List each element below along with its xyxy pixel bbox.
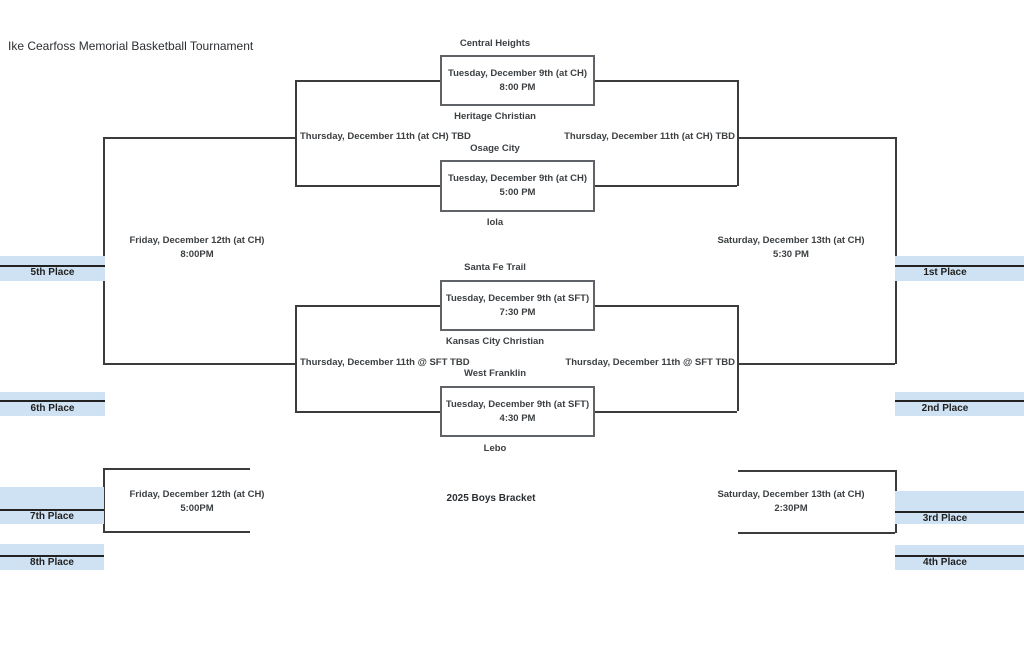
place-band-3rd <box>895 491 1024 524</box>
bracket-line <box>737 137 895 139</box>
team-label-santa-fe-trail: Santa Fe Trail <box>464 262 526 273</box>
bracket-line <box>595 305 737 307</box>
game-time: 7:30 PM <box>499 306 536 318</box>
place-label-4th: 4th Place <box>923 557 967 568</box>
place-label-2nd: 2nd Place <box>921 403 969 414</box>
tournament-title: Ike Cearfoss Memorial Basketball Tournam… <box>8 39 254 53</box>
bracket-line <box>295 305 440 307</box>
bracket-line <box>737 305 739 411</box>
game-venue: Tuesday, December 9th (at SFT) <box>445 292 590 304</box>
bracket-line <box>737 363 895 365</box>
game-time: 4:30 PM <box>499 412 536 424</box>
team-label-heritage-christian: Heritage Christian <box>454 111 536 122</box>
semifinal-label-bottom-right: Thursday, December 11th @ SFT TBD <box>565 357 735 368</box>
final-venue: Friday, December 12th (at CH) <box>129 235 265 246</box>
bracket-line <box>295 80 297 186</box>
bracket-line <box>103 137 295 139</box>
bracket-line <box>737 80 739 186</box>
place-line-4th <box>895 555 1024 557</box>
final-time: 8:00PM <box>180 248 214 260</box>
bracket-line <box>295 411 440 413</box>
place-label-7th: 7th Place <box>30 511 74 522</box>
bracket-line <box>103 468 250 470</box>
place-band-7th <box>0 487 104 524</box>
semifinal-label-top-left: Thursday, December 11th (at CH) TBD <box>300 131 471 142</box>
bracket-line <box>595 80 737 82</box>
place-label-3rd: 3rd Place <box>922 513 968 524</box>
final-venue: Saturday, December 13th (at CH) <box>717 489 865 500</box>
place-line-2nd <box>895 400 1024 402</box>
bracket-line <box>295 305 297 411</box>
semifinal-label-top-right: Thursday, December 11th (at CH) TBD <box>564 131 735 142</box>
place-label-5th: 5th Place <box>30 267 75 278</box>
bracket-line <box>295 185 440 187</box>
game-venue: Tuesday, December 9th (at SFT) <box>445 398 590 410</box>
place-band-6th <box>0 392 105 416</box>
place-band-4th <box>895 545 1024 570</box>
place-line-8th <box>0 555 104 557</box>
team-label-kansas-city-christian: Kansas City Christian <box>445 336 545 347</box>
bracket-line <box>895 137 897 364</box>
place-label-1st: 1st Place <box>923 267 967 278</box>
game-venue: Tuesday, December 9th (at CH) <box>447 67 588 79</box>
place-band-8th <box>0 544 104 570</box>
final-time: 5:30 PM <box>773 248 809 260</box>
place-line-6th <box>0 400 105 402</box>
bracket-line <box>595 185 737 187</box>
place-label-6th: 6th Place <box>30 403 75 414</box>
team-label-lebo: Lebo <box>483 443 507 454</box>
final-venue: Friday, December 12th (at CH) <box>129 489 265 500</box>
final-label-left: Friday, December 12th (at CH) 8:00PM <box>97 234 297 262</box>
place-band-2nd <box>895 392 1024 416</box>
semifinal-label-bottom-left: Thursday, December 11th @ SFT TBD <box>300 357 470 368</box>
bracket-line <box>738 532 895 534</box>
bracket-line <box>738 470 895 472</box>
game-time: 5:00 PM <box>499 187 536 198</box>
team-label-west-franklin: West Franklin <box>463 368 527 379</box>
game-time: 8:00 PM <box>499 81 536 93</box>
team-label-central-heights: Central Heights <box>459 38 531 49</box>
game-box-qf3: Tuesday, December 9th (at SFT) 7:30 PM <box>440 280 595 331</box>
place-line-1st <box>895 265 1024 267</box>
game-venue: Tuesday, December 9th (at CH) <box>447 173 588 185</box>
final-time: 2:30PM <box>774 502 808 514</box>
bracket-line <box>295 80 440 82</box>
final-time: 5:00PM <box>180 502 214 514</box>
bracket-line <box>103 531 250 533</box>
team-label-osage-city: Osage City <box>470 143 520 154</box>
final-venue: Saturday, December 13th (at CH) <box>717 235 865 246</box>
place-line-3rd <box>895 511 1024 513</box>
game-box-qf1: Tuesday, December 9th (at CH) 8:00 PM <box>440 55 595 106</box>
final-label-bottom-right: Saturday, December 13th (at CH) 2:30PM <box>691 488 891 516</box>
place-line-7th <box>0 509 104 511</box>
bracket-line <box>595 411 737 413</box>
place-line-5th <box>0 265 105 267</box>
bracket-line <box>103 137 105 364</box>
place-band-5th <box>0 256 105 281</box>
team-label-iola: Iola <box>486 217 504 228</box>
place-label-8th: 8th Place <box>30 557 74 568</box>
place-band-1st <box>895 256 1024 281</box>
final-label-right: Saturday, December 13th (at CH) 5:30 PM <box>691 234 891 262</box>
game-box-qf4: Tuesday, December 9th (at SFT) 4:30 PM <box>440 386 595 437</box>
bracket-footer-label: 2025 Boys Bracket <box>446 493 536 504</box>
game-box-qf2: Tuesday, December 9th (at CH) 5:00 PM <box>440 160 595 212</box>
final-label-bottom-left: Friday, December 12th (at CH) 5:00PM <box>97 488 297 516</box>
bracket-line <box>103 363 295 365</box>
